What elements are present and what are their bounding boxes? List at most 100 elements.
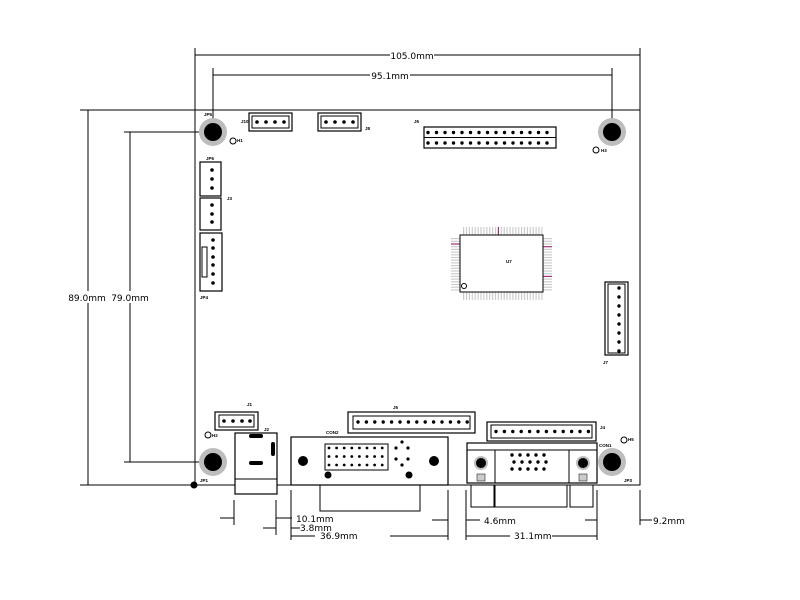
vga-connector-con1: CON1 (466, 442, 612, 508)
pin (356, 420, 360, 424)
hole-h1: H1 (229, 137, 243, 145)
pin (518, 453, 522, 457)
ic-pin (523, 292, 526, 300)
ic-pin (477, 227, 479, 235)
pin (426, 130, 430, 135)
dimension-dc-jack-offset: 10.1mm (220, 500, 334, 535)
ic-pin (451, 275, 460, 277)
pin (519, 141, 524, 145)
mounting-hole-jp1: JP1 (190, 448, 227, 489)
pin (434, 141, 439, 145)
ic-pin (543, 286, 552, 288)
pin (494, 141, 498, 145)
dimension-dvi-span: 36.9mm (291, 490, 449, 542)
ic-pin (503, 227, 505, 235)
ic-pin (471, 227, 473, 235)
ic-pin (468, 227, 470, 235)
connector-j8: J8 (317, 112, 371, 132)
ic-pin (543, 278, 552, 280)
ic-pin (543, 248, 552, 250)
svg-text:9.2mm: 9.2mm (653, 517, 685, 527)
svg-text:JP5: JP5 (204, 112, 213, 117)
dimension-vga-span: 31.1mm (466, 532, 597, 542)
pin (617, 331, 621, 335)
connector-j3: J3 (199, 196, 233, 231)
pin (526, 467, 530, 471)
ic-pin (503, 292, 505, 300)
svg-text:J2: J2 (264, 427, 270, 432)
pin (542, 453, 546, 457)
ic-pin (518, 292, 520, 300)
pin (617, 322, 621, 326)
ic-pin (451, 259, 460, 261)
pin (358, 463, 361, 467)
pin (534, 467, 538, 471)
pin (451, 141, 456, 145)
svg-text:105.0mm: 105.0mm (390, 52, 433, 62)
pin (443, 130, 447, 135)
ic-pin (500, 227, 502, 235)
ic-pin (529, 292, 531, 300)
ic-pin (474, 227, 476, 235)
pin (327, 455, 331, 458)
dimension-vga-offset: 4.6mm (465, 490, 598, 540)
svg-text:10.1mm: 10.1mm (296, 515, 334, 525)
mounting-hole-jp3: JP3 (598, 448, 633, 483)
ic-pin (451, 278, 460, 280)
svg-text:4.6mm: 4.6mm (484, 517, 516, 527)
pin (373, 455, 376, 458)
ic-pin (529, 227, 531, 235)
ic-pin (509, 227, 511, 235)
pin (380, 446, 384, 450)
pin (617, 304, 621, 308)
svg-text:79.0mm: 79.0mm (111, 294, 149, 304)
pin (350, 455, 354, 458)
pin (460, 141, 464, 145)
ic-pin (471, 292, 473, 300)
svg-text:H5: H5 (628, 437, 634, 442)
svg-text:J3: J3 (227, 196, 233, 201)
ic-pin (543, 240, 552, 242)
dvi-connector-con2: CON2 (290, 430, 449, 512)
pin (389, 420, 394, 424)
ic-pin (526, 292, 528, 300)
pin (373, 420, 377, 424)
ic-pin (492, 227, 494, 235)
ic-pin (465, 292, 468, 300)
ic-pin (543, 275, 552, 277)
pin (398, 420, 402, 424)
svg-text:JP4: JP4 (200, 295, 209, 300)
ic-pin (535, 292, 537, 300)
mounting-hole-h3: H3 (592, 118, 626, 154)
dimension-hole-spacing-width: 95.1mm (212, 68, 613, 125)
ic-pin (535, 227, 537, 235)
pin (519, 429, 523, 434)
ic-pin (515, 227, 517, 235)
pin (519, 130, 524, 135)
ic-pin (486, 227, 488, 235)
pin (364, 420, 369, 424)
ic-pin (543, 281, 552, 283)
pin (434, 130, 439, 135)
connector-jp6: JP6 (199, 156, 222, 197)
ic-pin (480, 227, 482, 235)
ic-pin (543, 254, 552, 256)
pin (485, 130, 490, 135)
svg-text:JP1: JP1 (200, 478, 209, 483)
pin (457, 420, 461, 424)
pin (327, 463, 331, 467)
ic-pin (543, 289, 552, 291)
pin (468, 141, 473, 145)
ic-pin (483, 292, 485, 300)
svg-text:H2: H2 (212, 433, 218, 438)
dimension-hole-spacing-height: 79.0mm (108, 131, 200, 463)
pin (512, 460, 516, 464)
pin (443, 141, 447, 145)
ic-pin (543, 273, 552, 275)
pin (542, 467, 546, 471)
pin (617, 286, 621, 290)
connector-j4: J4 (486, 421, 606, 442)
ic-pin (500, 292, 502, 300)
pin (406, 420, 411, 424)
pin (477, 130, 481, 135)
